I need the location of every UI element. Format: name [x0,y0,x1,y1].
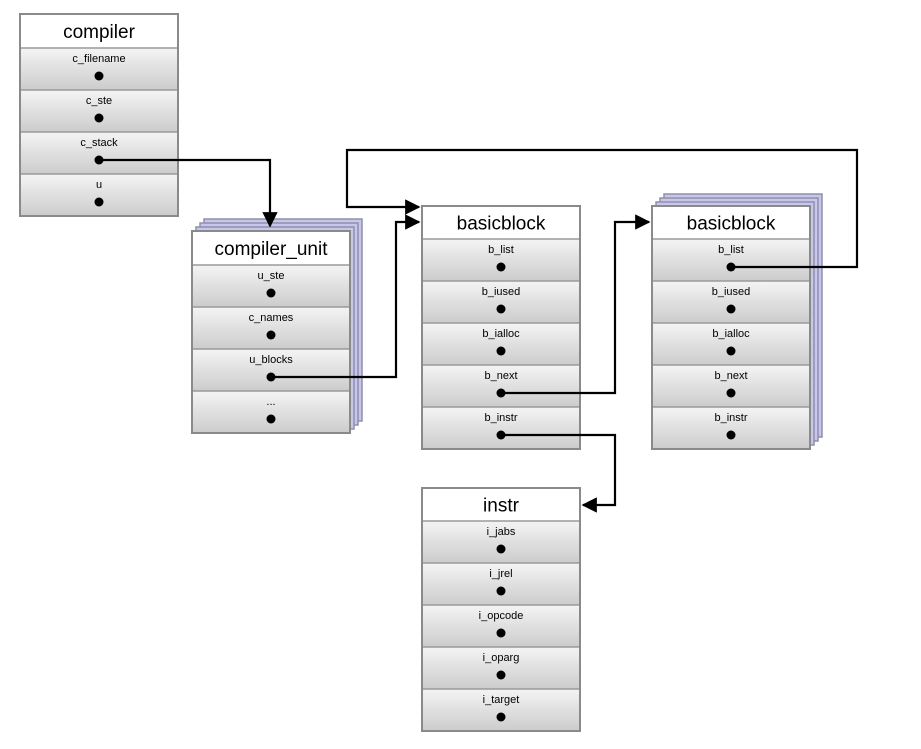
pointer-dot [94,113,104,123]
pointer-arrow-compiler-unit-u-blocks [271,214,421,379]
field-label: c_stack [80,137,118,149]
field-cell [422,563,580,605]
field-label: c_ste [86,95,112,107]
struct-border [421,205,581,450]
struct-border [19,13,179,217]
field-label: b_ialloc [482,328,520,340]
struct-compiler-unit: compiler_unit u_ste c_names u_blocks... [191,218,363,434]
field-label: u_blocks [249,354,293,366]
struct-border [191,230,351,434]
pointer-arrow-basicblock-1-b-instr [501,433,617,513]
pointer-dot [496,586,506,596]
field-label: b_next [484,370,517,382]
struct-title-cell [422,488,580,521]
field-cell [422,323,580,365]
field-label: b_ialloc [712,328,750,340]
field-label: c_filename [72,53,125,65]
field-cell [652,365,810,407]
field-cell [20,174,178,216]
pointer-dot [726,304,736,314]
pointer-dot [496,304,506,314]
struct-title-cell [422,206,580,239]
struct-border [421,487,581,732]
field-label: b_instr [484,412,517,424]
pointer-dot [266,330,276,340]
struct-border [651,205,811,450]
pointer-dot [266,414,276,424]
field-cell [422,521,580,563]
struct-title: basicblock [687,214,776,235]
field-label: b_list [488,244,514,256]
struct-basicblock-2: basicblock b_list b_iused b_ialloc b_next b_i… [651,193,823,450]
field-label: i_oparg [483,652,520,664]
pointer-dot [726,388,736,398]
field-label: u [96,179,102,191]
field-label: i_opcode [479,610,524,622]
pointer-arrow-basicblock-2-b-list [345,148,859,269]
field-cell [422,647,580,689]
pointer-dot [496,628,506,638]
field-cell [20,90,178,132]
field-cell [192,349,350,391]
pointer-dot [266,288,276,298]
field-cell [422,605,580,647]
pointer-dot [94,71,104,81]
pointer-dot [496,346,506,356]
field-label: b_list [718,244,744,256]
struct-basicblock-1: basicblock b_list b_iused b_ialloc b_next b_i… [421,205,581,450]
field-cell [652,239,810,281]
pointer-dot [726,346,736,356]
field-cell [652,407,810,449]
pointer-dot [726,430,736,440]
pointer-dot [496,544,506,554]
pointer-dot [496,712,506,722]
field-cell [192,307,350,349]
field-label: c_names [249,312,294,324]
field-label: i_target [483,694,520,706]
field-cell [192,391,350,433]
struct-instr: instr i_jabs i_jrel i_opcode i_oparg i_target [421,487,581,732]
field-label: i_jabs [487,526,516,538]
struct-title-cell [192,231,350,265]
struct-title: compiler [63,22,135,43]
field-cell [422,365,580,407]
field-cell [422,689,580,731]
field-label: b_iused [482,286,521,298]
pointer-arrow-basicblock-1-b-next [501,214,651,395]
field-label: b_iused [712,286,751,298]
field-cell [422,407,580,449]
pointer-arrows [99,148,859,513]
pointer-dot [496,262,506,272]
field-label: ... [266,396,275,408]
field-label: b_instr [714,412,747,424]
field-cell [652,281,810,323]
struct-title-cell [652,206,810,239]
struct-title: compiler_unit [215,239,329,260]
field-cell [20,132,178,174]
field-cell [422,239,580,281]
field-cell [20,48,178,90]
pointer-arrow-compiler-c-stack [99,158,278,228]
struct-title: basicblock [457,214,546,235]
field-cell [652,323,810,365]
struct-title: instr [483,496,520,517]
struct-title-cell [20,14,178,48]
field-label: b_next [714,370,747,382]
field-label: u_ste [258,270,285,282]
pointer-dot [496,670,506,680]
field-cell [422,281,580,323]
field-label: i_jrel [489,568,512,580]
field-cell [192,265,350,307]
pointer-dot [94,197,104,207]
